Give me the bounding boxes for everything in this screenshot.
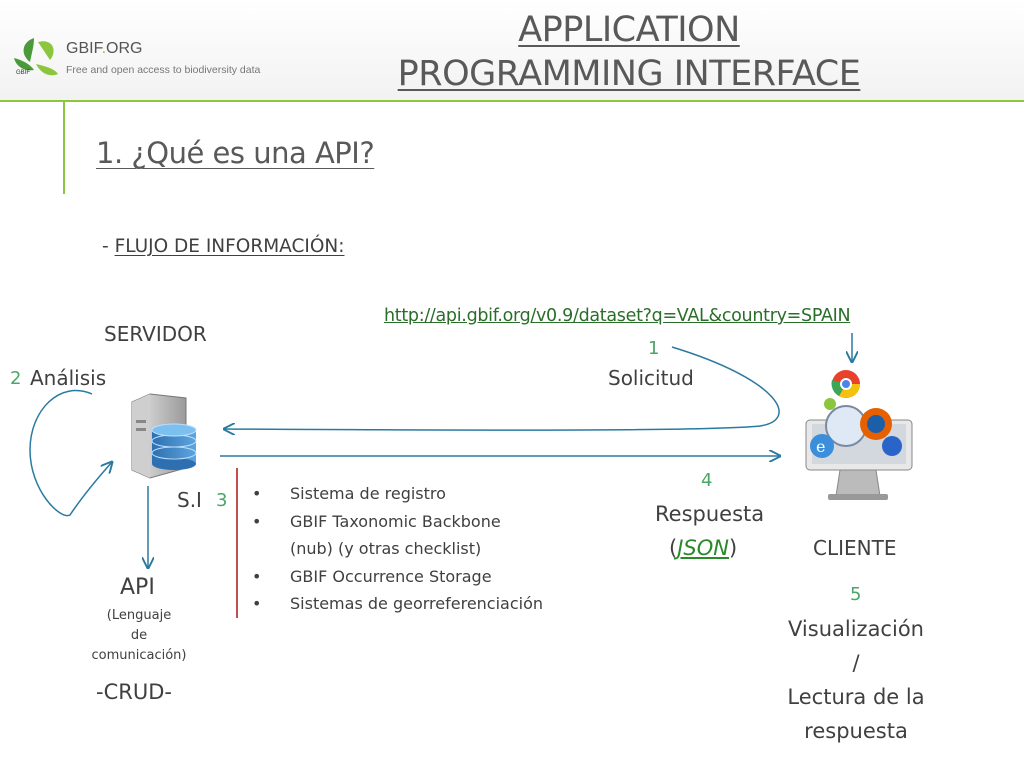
browser-icons: e: [810, 370, 902, 458]
analysis-label: Análisis: [30, 366, 107, 390]
flow-dash: -: [102, 236, 115, 257]
title-line-2: PROGRAMMING INTERFACE: [397, 54, 861, 94]
request-url-link[interactable]: http://api.gbif.org/v0.9/dataset?q=VAL&c…: [384, 306, 851, 326]
green-divider: [63, 100, 65, 194]
client-desc-line-3: Lectura de la: [787, 685, 925, 709]
logo-dot: .: [101, 40, 107, 57]
server-icon: [131, 393, 197, 479]
flow-label: FLUJO DE INFORMACIÓN:: [114, 236, 345, 257]
logo-suffix: ORG: [106, 40, 143, 57]
response-number: 4: [701, 470, 713, 491]
svg-text:e: e: [816, 437, 825, 456]
json-link[interactable]: JSON: [677, 536, 729, 560]
header-bar: GBIF GBIF.ORG Free and open access to bi…: [0, 0, 1024, 102]
api-description: (Lenguaje de comunicación): [84, 606, 194, 666]
logo-text: GBIF.ORG: [66, 40, 142, 58]
logo-tagline: Free and open access to biodiversity dat…: [66, 64, 261, 76]
client-description: Visualización / Lectura de la respuesta: [770, 612, 942, 748]
client-desc-line-1: Visualización: [788, 617, 924, 641]
api-desc-line-1: (Lenguaje: [106, 608, 172, 623]
title-line-1: APPLICATION: [518, 10, 740, 50]
crud-label: -CRUD-: [96, 680, 172, 704]
response-label: Respuesta: [655, 502, 765, 526]
slide-title: APPLICATION PROGRAMMING INTERFACE: [370, 8, 888, 96]
analysis-loop-arrow: [29, 389, 112, 517]
logo-small-text: GBIF: [16, 70, 31, 76]
analysis-number: 2: [10, 368, 22, 389]
paren-open: (: [669, 536, 678, 560]
request-label: Solicitud: [608, 366, 694, 390]
list-item: Sistemas de georreferenciación: [252, 590, 543, 618]
client-desc-line-2: /: [852, 651, 860, 675]
list-item: Sistema de registro: [252, 480, 543, 508]
client-desc-line-4: respuesta: [804, 719, 908, 743]
gbif-logo-icon: [14, 38, 58, 76]
api-label: API: [120, 575, 155, 600]
client-number: 5: [850, 584, 862, 605]
section-title: 1. ¿Qué es una API?: [96, 136, 375, 170]
si-label: S.I: [177, 488, 202, 512]
response-format: (JSON): [669, 536, 737, 560]
request-arrow: [224, 346, 780, 430]
list-item: GBIF Taxonomic Backbone: [252, 508, 543, 536]
logo-name: GBIF: [66, 40, 102, 57]
client-label: CLIENTE: [813, 536, 897, 560]
request-number: 1: [648, 338, 660, 359]
paren-close: ): [728, 536, 738, 560]
list-item: GBIF Occurrence Storage: [252, 563, 543, 591]
systems-list: Sistema de registro GBIF Taxonomic Backb…: [252, 480, 543, 618]
si-number: 3: [216, 490, 228, 511]
red-divider: [236, 468, 238, 618]
ie-icon: [810, 434, 834, 458]
api-desc-line-3: comunicación): [91, 648, 187, 663]
api-desc-line-2: de: [130, 628, 148, 643]
list-item: (nub) (y otras checklist): [290, 539, 482, 558]
server-label: SERVIDOR: [104, 322, 207, 346]
flow-heading: - FLUJO DE INFORMACIÓN:: [102, 236, 345, 257]
